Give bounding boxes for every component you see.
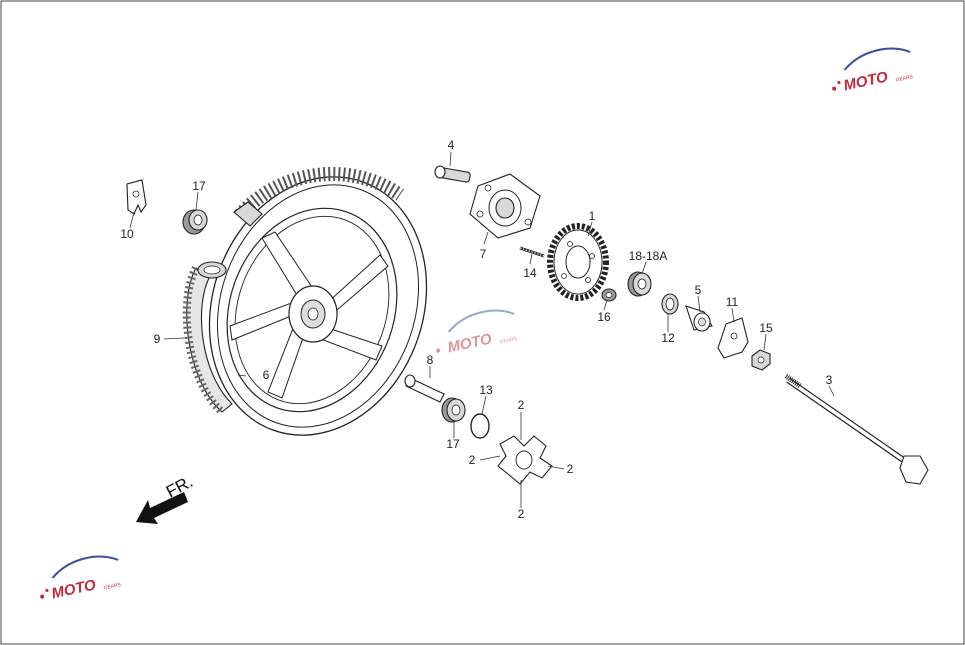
- rim-inner: [234, 215, 390, 405]
- label-9: 9: [154, 332, 161, 346]
- watermark-swoosh: [843, 47, 911, 71]
- part-15-nut: [751, 349, 771, 371]
- part-7-flange: [469, 173, 541, 239]
- label-2-left: 2: [469, 453, 476, 467]
- label-12: 12: [661, 331, 675, 345]
- tire-tread: [234, 167, 405, 220]
- part-14-stud: [519, 246, 545, 258]
- label-3: 3: [826, 373, 833, 387]
- label-13: 13: [479, 383, 493, 397]
- label-14: 14: [523, 266, 537, 280]
- part-11-adjuster: [717, 317, 749, 359]
- part-12-seal: [661, 293, 679, 315]
- label-10: 10: [120, 227, 134, 241]
- part-1-sprocket: [547, 223, 609, 301]
- part-2-dampers: [497, 435, 553, 485]
- tire-inner-edge: [216, 184, 420, 428]
- watermark-text: MOTO: [842, 68, 890, 94]
- watermark-text: MOTO: [50, 576, 98, 602]
- part-3-axle: [784, 373, 929, 485]
- arrow-icon: [136, 492, 188, 524]
- part-16-nut: [601, 288, 617, 302]
- label-11: 11: [726, 295, 739, 309]
- part-labels: 1 2 2 2 2 3 4 5 6 7 8 9 10 11 12 13 14 1…: [120, 138, 832, 521]
- label-1: 1: [589, 209, 596, 223]
- part-5-collar: [685, 305, 713, 332]
- label-4: 4: [448, 138, 455, 152]
- label-2-top: 2: [518, 398, 525, 412]
- part-8-spacer: [404, 374, 445, 403]
- part-4-bolt: [434, 165, 471, 183]
- wheel-assembly: [208, 167, 428, 436]
- label-17-bottom: 17: [446, 437, 460, 451]
- direction-label: FR.: [163, 472, 196, 502]
- label-6: 6: [263, 368, 270, 382]
- label-8: 8: [427, 353, 434, 367]
- part-18-bearing: [627, 271, 652, 297]
- watermark-text: MOTO: [446, 330, 494, 356]
- watermark-sub: GEARS: [499, 336, 518, 346]
- part-17-bearing-top: [182, 209, 208, 235]
- label-7: 7: [480, 247, 487, 261]
- part-13-oring: [470, 413, 490, 439]
- watermark-bottom-left: MOTO GEARS: [40, 555, 122, 602]
- label-16: 16: [597, 310, 611, 324]
- label-18-18a: 18-18A: [629, 249, 668, 263]
- wheel-spokes: [229, 231, 389, 399]
- part-17-bearing-bottom: [441, 397, 466, 423]
- part-10-bracket: [126, 179, 147, 215]
- watermark-top-right: MOTO GEARS: [832, 47, 914, 94]
- inner-tube: [182, 261, 233, 415]
- tire-valve: [233, 201, 263, 227]
- direction-arrow: FR.: [136, 472, 196, 524]
- watermark-center: MOTO GEARS: [436, 309, 518, 356]
- leader-lines: [129, 151, 835, 508]
- label-17-top: 17: [192, 179, 206, 193]
- label-5: 5: [695, 283, 702, 297]
- label-2-bottom: 2: [518, 507, 525, 521]
- label-2-right: 2: [567, 462, 574, 476]
- watermark-sub: GEARS: [103, 582, 122, 592]
- watermark-sub: GEARS: [895, 74, 914, 84]
- label-15: 15: [759, 321, 773, 335]
